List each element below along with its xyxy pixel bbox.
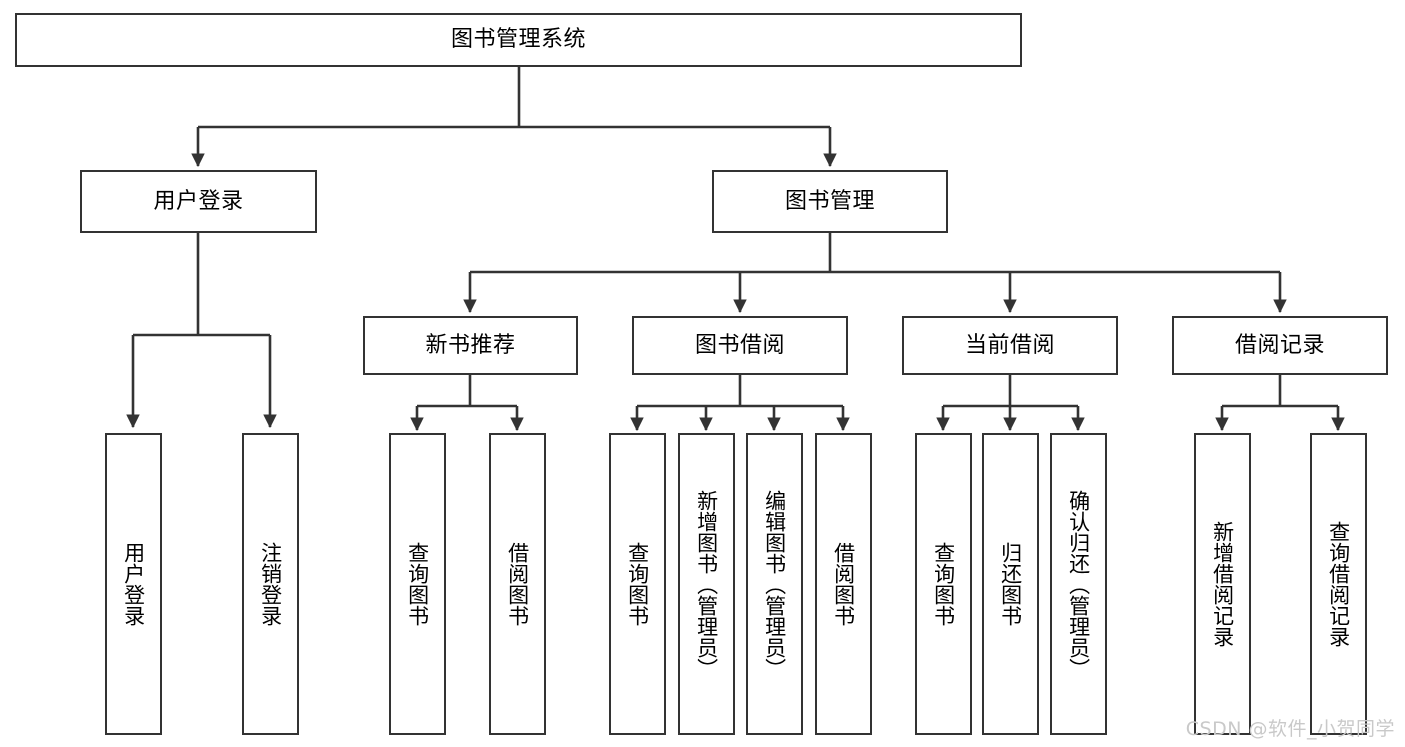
node-leaf-borrow-borrow-book[interactable]: 借阅图书 bbox=[815, 433, 872, 735]
node-leaf-record-query[interactable]: 查询借阅记录 bbox=[1310, 433, 1367, 735]
node-leaf-new-book-borrow[interactable]: 借阅图书 bbox=[489, 433, 546, 735]
node-current-borrow[interactable]: 当前借阅 bbox=[902, 316, 1118, 375]
node-new-book-recommend-label: 新书推荐 bbox=[425, 332, 516, 358]
node-leaf-label: 查询借阅记录 bbox=[1326, 521, 1351, 647]
watermark-text: CSDN @软件_小贺同学 bbox=[1185, 718, 1395, 740]
node-leaf-current-return-book[interactable]: 归还图书 bbox=[982, 433, 1039, 735]
node-leaf-label: 注销登录 bbox=[258, 542, 283, 626]
node-new-book-recommend[interactable]: 新书推荐 bbox=[363, 316, 578, 375]
node-leaf-user-login-signin[interactable]: 用户登录 bbox=[105, 433, 162, 735]
node-leaf-label: 借阅图书 bbox=[505, 542, 530, 626]
node-book-borrow[interactable]: 图书借阅 bbox=[632, 316, 848, 375]
node-leaf-new-book-query[interactable]: 查询图书 bbox=[389, 433, 446, 735]
node-leaf-borrow-edit-book-admin[interactable]: 编辑图书（管理员） bbox=[746, 433, 803, 735]
node-root-book-management-system[interactable]: 图书管理系统 bbox=[15, 13, 1022, 67]
node-leaf-label: 确认归还（管理员） bbox=[1066, 489, 1091, 679]
node-leaf-label: 新增借阅记录 bbox=[1210, 521, 1235, 647]
node-leaf-label: 编辑图书（管理员） bbox=[762, 489, 787, 679]
node-user-login-label: 用户登录 bbox=[153, 188, 244, 214]
node-leaf-label: 用户登录 bbox=[121, 542, 146, 626]
node-book-management[interactable]: 图书管理 bbox=[712, 170, 948, 233]
node-leaf-borrow-query-book[interactable]: 查询图书 bbox=[609, 433, 666, 735]
node-leaf-label: 新增图书（管理员） bbox=[694, 489, 719, 679]
node-leaf-borrow-add-book-admin[interactable]: 新增图书（管理员） bbox=[678, 433, 735, 735]
node-leaf-current-query-book[interactable]: 查询图书 bbox=[915, 433, 972, 735]
node-user-login[interactable]: 用户登录 bbox=[80, 170, 317, 233]
node-book-management-label: 图书管理 bbox=[784, 188, 875, 214]
node-leaf-label: 查询图书 bbox=[931, 542, 956, 626]
node-root-label: 图书管理系统 bbox=[450, 27, 586, 53]
node-leaf-record-add[interactable]: 新增借阅记录 bbox=[1194, 433, 1251, 735]
node-borrow-record[interactable]: 借阅记录 bbox=[1172, 316, 1388, 375]
node-leaf-label: 归还图书 bbox=[998, 542, 1023, 626]
node-leaf-label: 查询图书 bbox=[625, 542, 650, 626]
node-leaf-current-confirm-return-admin[interactable]: 确认归还（管理员） bbox=[1050, 433, 1107, 735]
node-borrow-record-label: 借阅记录 bbox=[1234, 332, 1325, 358]
node-leaf-label: 借阅图书 bbox=[831, 542, 856, 626]
node-current-borrow-label: 当前借阅 bbox=[964, 332, 1055, 358]
node-leaf-user-login-signout[interactable]: 注销登录 bbox=[242, 433, 299, 735]
node-leaf-label: 查询图书 bbox=[405, 542, 430, 626]
node-book-borrow-label: 图书借阅 bbox=[694, 332, 785, 358]
